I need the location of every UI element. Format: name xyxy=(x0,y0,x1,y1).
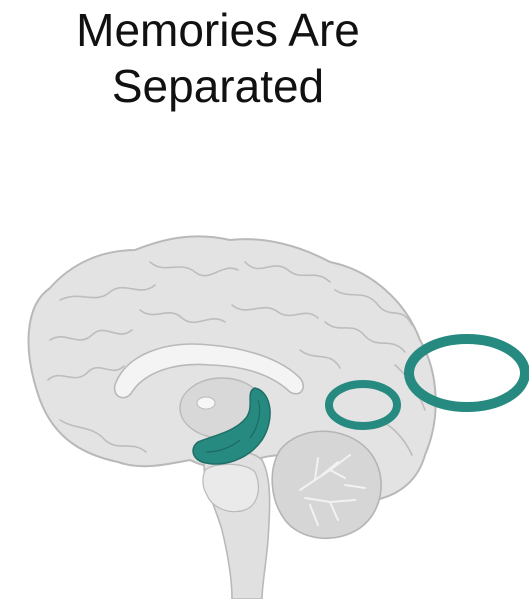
cerebellum xyxy=(272,431,381,538)
thalamus-highlight xyxy=(197,397,215,409)
pons xyxy=(203,464,258,511)
